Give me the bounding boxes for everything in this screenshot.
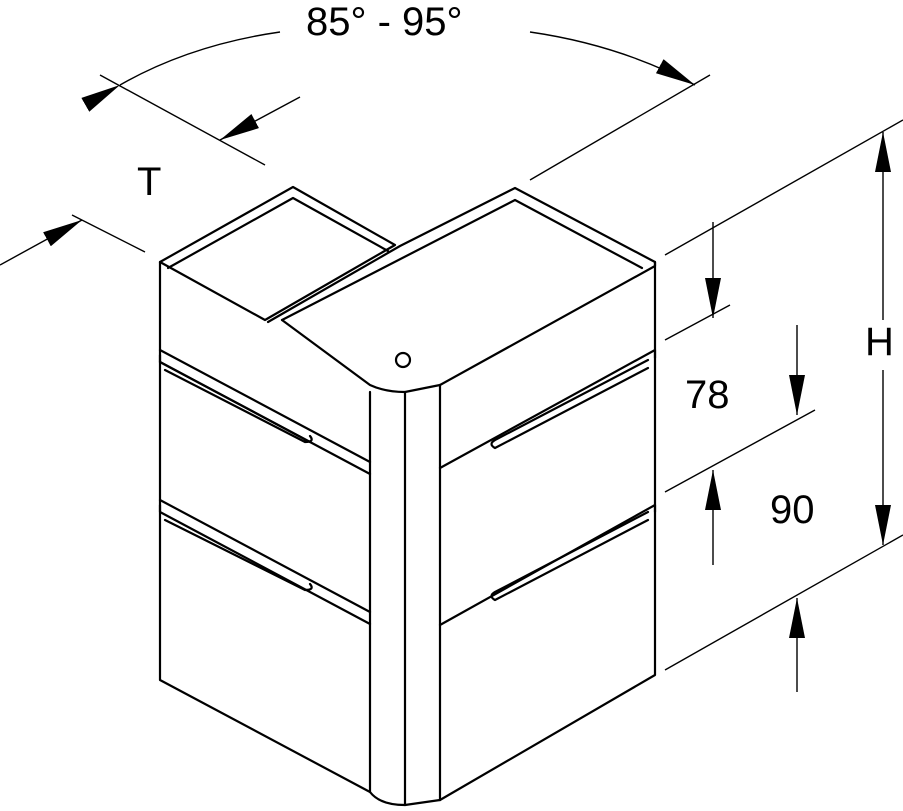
lower-offset-label: 90 (770, 488, 815, 532)
angle-dimension (81, 31, 711, 181)
corner-body (158, 185, 657, 807)
offset-dimensions (664, 222, 816, 692)
thickness-dimension (0, 96, 301, 266)
height-dimension (664, 119, 903, 671)
height-label: H (865, 320, 894, 364)
thickness-label: T (137, 160, 162, 204)
angle-label: 85° - 95° (306, 0, 463, 44)
upper-offset-label: 78 (685, 373, 730, 417)
